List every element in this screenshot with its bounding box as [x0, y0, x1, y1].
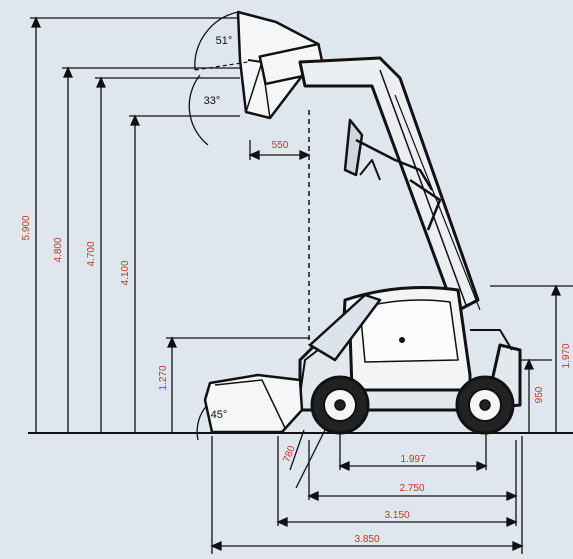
label-max-lift: 5.900	[21, 215, 32, 240]
label-length-to-bucket: 3.150	[384, 510, 409, 521]
label-overall-height: 1.970	[561, 343, 572, 368]
label-reach: 550	[272, 140, 289, 151]
right-height-dimension-lines	[490, 284, 573, 433]
label-dump-height: 4.700	[86, 241, 97, 266]
label-wheelbase: 1.997	[400, 454, 425, 465]
label-bucket-pivot: 4.800	[53, 237, 64, 262]
label-angle-51: 51°	[216, 35, 233, 47]
label-seat-height: 950	[534, 386, 545, 403]
label-carry-height: 1.270	[158, 365, 169, 390]
label-overall-length: 3.850	[354, 534, 379, 545]
label-angle-33: 33°	[204, 95, 221, 107]
label-dump-clearance: 4.100	[120, 260, 131, 285]
telescopic-wheel-loader-drawing	[194, 10, 522, 435]
label-body-length: 2.750	[399, 483, 424, 494]
height-dimension-lines	[30, 16, 310, 433]
label-angle-45: 45°	[211, 409, 228, 421]
length-dimension-lines	[210, 140, 524, 554]
